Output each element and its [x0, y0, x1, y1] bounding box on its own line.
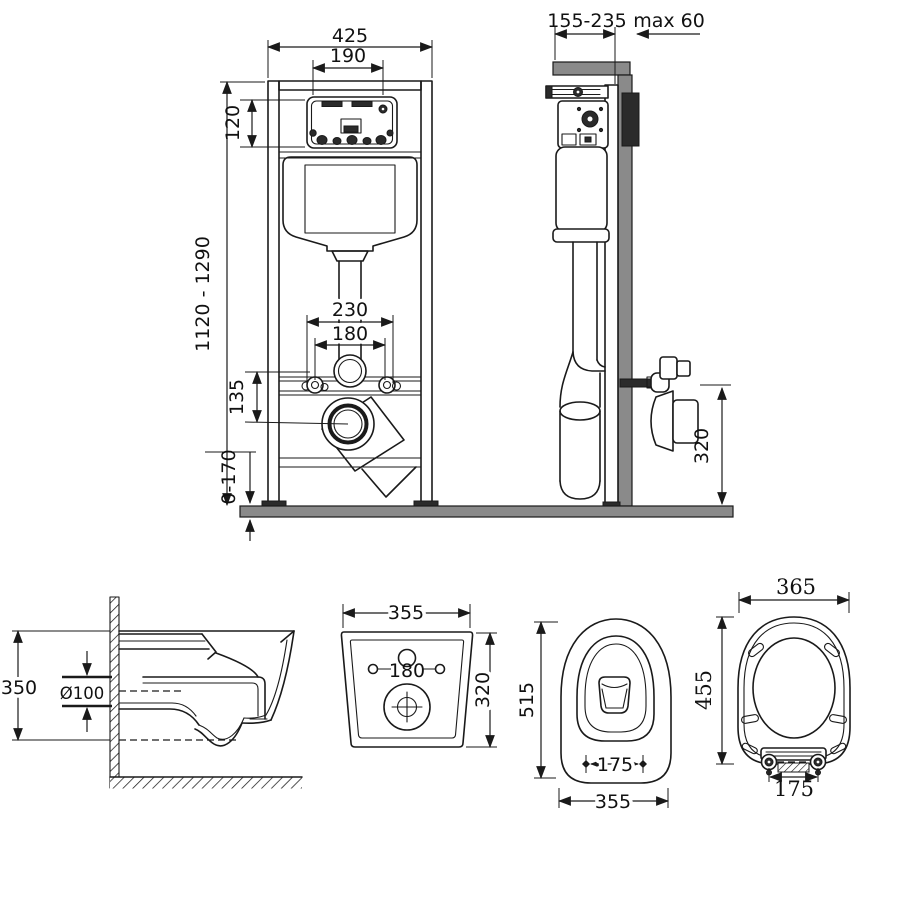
- frame-rail-side: [604, 84, 619, 507]
- rim-mount-plate: [118, 633, 217, 660]
- fixing-hole-right: [434, 663, 446, 675]
- dim-outlet-height: 320: [691, 428, 713, 464]
- flush-pipe-side: [572, 241, 606, 372]
- seat-top-view: [737, 616, 851, 776]
- bolt-marker-left: [582, 755, 590, 773]
- fixing-rod: [619, 378, 654, 388]
- inner-bowl-curve: [215, 652, 259, 678]
- dim-fixing-spacing-top: 175: [597, 754, 633, 776]
- dim-floor-clearance: 0-170: [218, 449, 240, 504]
- dim-outlet-drop: 135: [226, 379, 248, 415]
- dim-hinge-spacing: 175: [774, 777, 814, 801]
- wall-hatch: [110, 597, 119, 788]
- hinge-assembly: [760, 747, 827, 776]
- mounting-bolt-left: [301, 376, 329, 394]
- dim-total-width: 425: [332, 25, 368, 47]
- bowl-top-view: 175: [560, 618, 672, 784]
- trap-inner: [198, 717, 245, 740]
- dims-bowl-back: 355 320: [341, 599, 498, 749]
- rim-inner: [584, 643, 647, 733]
- panel-slot: [351, 101, 373, 107]
- dims-seat-top: 365 455 175: [692, 575, 851, 801]
- mounting-bolt-right: [378, 376, 402, 394]
- dims-bowl-side: 350 Ø100: [0, 629, 112, 742]
- frame-top-bar: [278, 80, 422, 91]
- corner-pad-right: [830, 742, 847, 755]
- drain-hole-back: [383, 683, 431, 731]
- bumper-pad-top-left: [748, 642, 764, 658]
- frame-front-view: [261, 80, 439, 517]
- bumper-pad-top-right: [824, 642, 840, 658]
- dim-bowl-length: 515: [516, 682, 538, 718]
- cistern-neck: [331, 250, 369, 262]
- bowl-side-view: [109, 596, 303, 789]
- dim-max-wall: max 60: [633, 10, 705, 32]
- dims-bowl-top: 515 355: [513, 620, 670, 817]
- fill-valve-side: [557, 100, 609, 149]
- dim-seat-width: 365: [776, 575, 816, 599]
- flush-valve-fitting: [340, 118, 362, 134]
- bowl-back-outline: [340, 631, 474, 748]
- frame-rail-left: [267, 80, 280, 509]
- trap-outer: [194, 722, 243, 747]
- dim-fixing-spacing: 180: [332, 323, 368, 345]
- corner-pad-left: [741, 742, 758, 755]
- dims-frame-front: 425 190 1120 - 1290 120 230 180 135 0-17…: [192, 25, 434, 541]
- hinge-bar: [760, 747, 827, 761]
- panel-slot: [321, 101, 343, 107]
- drain-pipe-diagonal: [361, 466, 417, 498]
- dim-seat-length: 455: [692, 670, 716, 710]
- access-panel: [306, 96, 398, 149]
- dim-depth-range: 155-235: [547, 10, 626, 32]
- cistern-side: [552, 146, 610, 243]
- drain-top: [598, 676, 631, 714]
- dim-hole-spacing: 180: [389, 660, 425, 682]
- frame-side-view: [545, 61, 699, 517]
- seat-ring: [752, 637, 836, 739]
- drain-outlet-side: [650, 390, 674, 452]
- bumper-pad-bottom-right: [829, 714, 847, 724]
- bumper-pad-bottom-left: [741, 714, 759, 724]
- bowl-back-inner: [349, 639, 465, 739]
- outlet-pipe-bottom: [118, 708, 200, 726]
- rim-outer: [576, 635, 655, 742]
- dim-bowl-width: 355: [388, 602, 424, 624]
- floor-hatch: [110, 777, 302, 789]
- flush-channel: [142, 676, 268, 720]
- bowl-top-outline: [560, 618, 672, 784]
- cistern-front: [282, 156, 418, 262]
- dim-bowl-width-top: 355: [595, 791, 631, 813]
- dim-install-height: 1120 - 1290: [192, 236, 214, 352]
- dim-panel-width: 190: [330, 45, 366, 67]
- seat-outline: [737, 616, 851, 765]
- bowl-outline-side: [118, 630, 295, 747]
- drain-elbow-side: [559, 351, 601, 500]
- bolt-marker-right: [639, 755, 647, 773]
- floor-bar: [239, 505, 734, 518]
- support-arm: [545, 85, 609, 99]
- dim-fixing-spread: 230: [332, 299, 368, 321]
- dim-panel-height: 120: [222, 105, 244, 141]
- inlet-hole: [397, 648, 417, 668]
- dims-frame-side: 155-235 max 60 320: [547, 10, 731, 506]
- fixing-hole-left: [367, 663, 379, 675]
- inlet-connector: [659, 356, 678, 380]
- bowl-back-view: 180: [340, 631, 474, 748]
- wall-bracket: [621, 92, 640, 147]
- drain-assembly-front: [321, 396, 417, 498]
- dim-mount-height: 350: [1, 677, 37, 699]
- frame-rail-right: [420, 80, 433, 509]
- dim-bowl-height: 320: [472, 672, 494, 708]
- top-rail-side: [552, 61, 631, 76]
- hinge-hatch: [777, 762, 810, 773]
- dim-outlet-diameter: Ø100: [60, 684, 104, 703]
